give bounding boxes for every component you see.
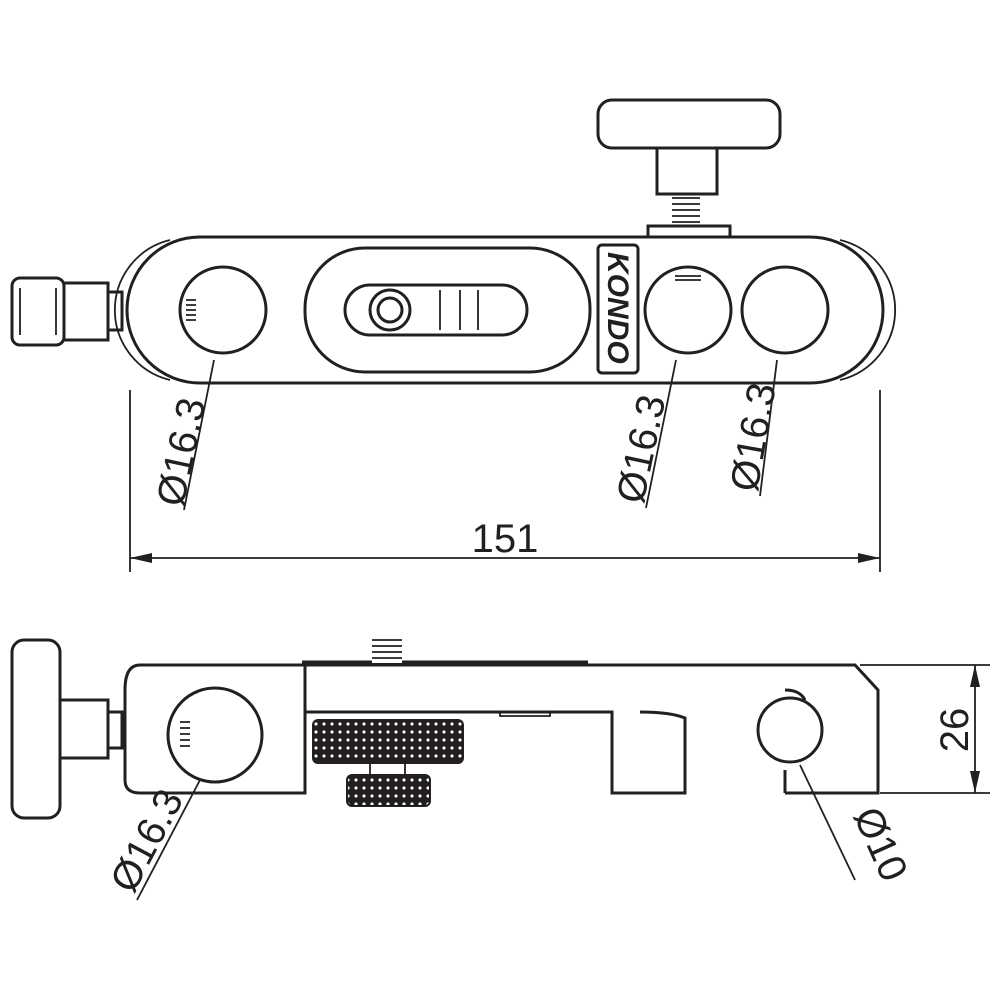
side-rod-hole-small <box>756 696 824 764</box>
height-dimension: 26 <box>860 664 990 794</box>
side-hole-label-small: Ø10 <box>845 801 916 888</box>
logo: KONDO <box>596 243 640 375</box>
hole-label-left: Ø16.3 <box>149 394 215 510</box>
knurled-knob-small <box>346 774 431 807</box>
side-body <box>123 663 880 795</box>
side-view: Ø16.3 Ø10 26 <box>10 637 990 901</box>
width-dimension: 151 <box>129 390 881 572</box>
side-rod-hole-large <box>166 686 264 784</box>
slot <box>303 246 592 374</box>
top-knob <box>596 98 782 239</box>
bubble-level <box>343 283 529 337</box>
hole-label-right: Ø16.3 <box>723 380 785 495</box>
side-hole-label-large: Ø16.3 <box>102 782 192 899</box>
hole-label-middle: Ø16.3 <box>609 391 675 507</box>
width-label: 151 <box>472 517 539 561</box>
height-label: 26 <box>933 708 977 753</box>
svg-text:KONDO: KONDO <box>601 252 634 364</box>
side-knob-head <box>10 638 62 820</box>
knurled-knob-large <box>312 719 464 764</box>
side-knob <box>10 276 124 347</box>
rod-hole-middle <box>643 265 733 355</box>
top-body <box>125 235 885 385</box>
rod-hole-right <box>740 265 830 355</box>
top-view: KONDO Ø16.3 Ø16.3 Ø16.3 151 <box>10 98 897 572</box>
rod-hole-left <box>178 265 268 355</box>
